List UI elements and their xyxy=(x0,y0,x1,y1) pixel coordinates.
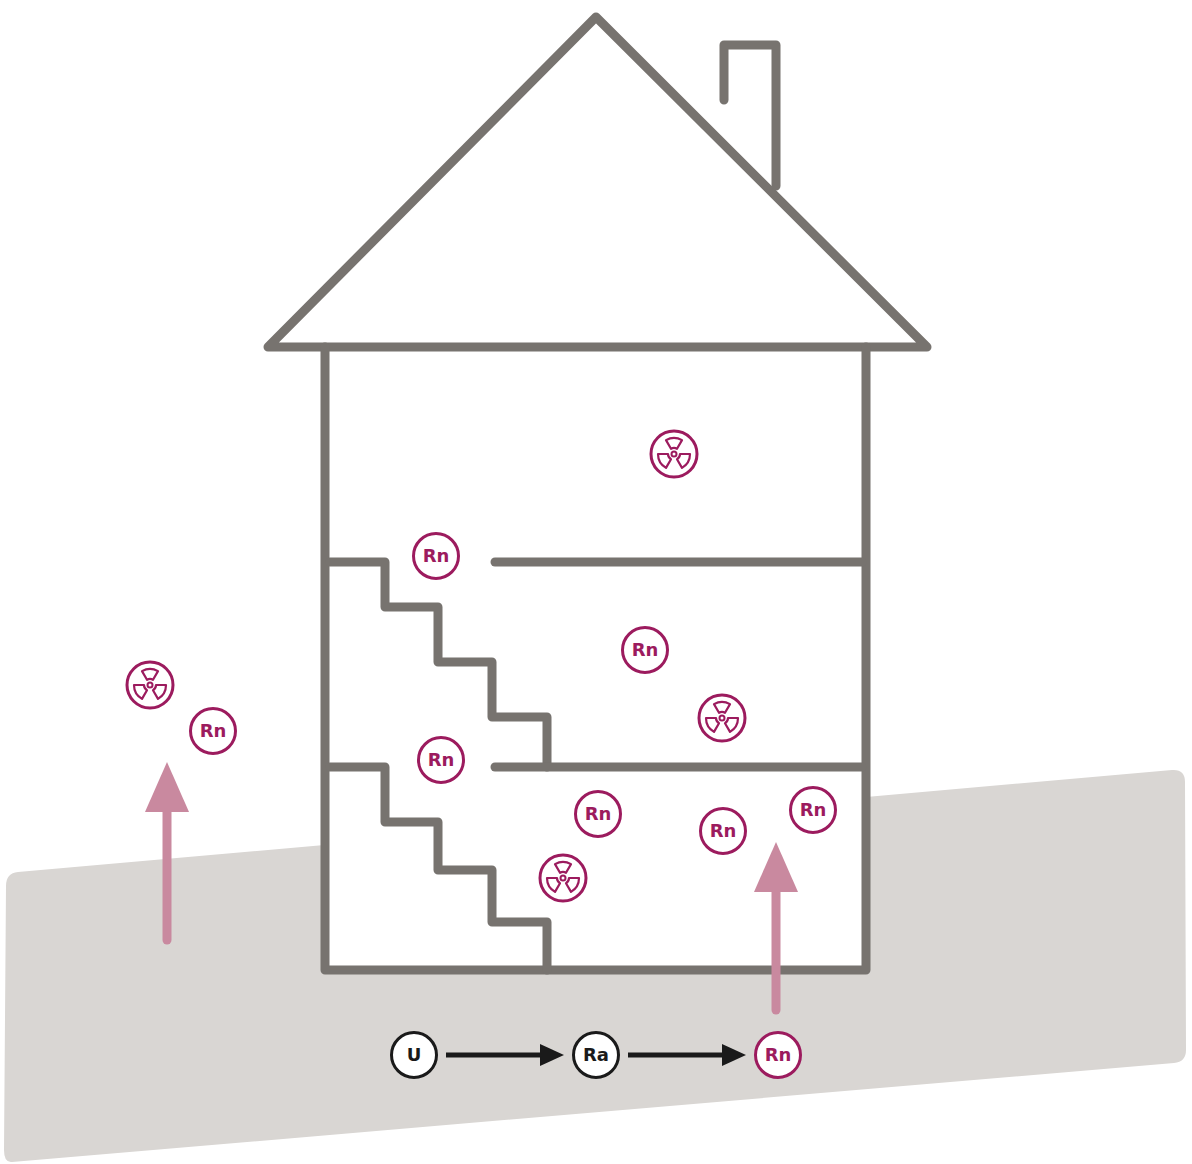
element-symbol: Rn xyxy=(585,805,612,823)
radon-circle: Rn xyxy=(621,626,669,674)
element-symbol: Rn xyxy=(710,822,737,840)
symbol-blade xyxy=(153,685,166,699)
element-symbol: Rn xyxy=(800,801,827,819)
symbol-blade xyxy=(677,454,690,468)
symbol-center xyxy=(720,716,725,721)
decay-arrow xyxy=(628,1044,746,1066)
house-interior xyxy=(325,347,866,970)
symbol-blade xyxy=(134,685,147,699)
element-circle: Ra xyxy=(572,1031,620,1079)
radon-circle: Rn xyxy=(189,707,237,755)
symbol-blade xyxy=(706,718,719,732)
symbol-ring xyxy=(540,855,586,901)
arrow-head xyxy=(540,1044,564,1066)
symbol-blade xyxy=(725,718,738,732)
radon-circle: Rn xyxy=(789,786,837,834)
arrow-shaft xyxy=(446,1053,542,1058)
radiation-symbol xyxy=(540,855,586,901)
house-outline xyxy=(268,17,927,970)
symbol-center xyxy=(672,452,677,457)
symbol-center xyxy=(561,876,566,881)
radiation-symbol xyxy=(127,662,173,708)
element-circle: U xyxy=(390,1031,438,1079)
rising-arrows xyxy=(145,762,798,1010)
element-symbol: Rn xyxy=(765,1046,792,1064)
symbol-blade xyxy=(666,438,682,449)
symbol-blade xyxy=(714,702,730,713)
arrow-head xyxy=(722,1044,746,1066)
element-symbol: Rn xyxy=(428,751,455,769)
symbol-blade xyxy=(566,878,579,892)
decay-arrow xyxy=(446,1044,564,1066)
element-symbol: Rn xyxy=(423,547,450,565)
symbol-center xyxy=(148,683,153,688)
element-symbol: Rn xyxy=(632,641,659,659)
radon-circle: Rn xyxy=(574,790,622,838)
symbol-blade xyxy=(547,878,560,892)
radon-circle: Rn xyxy=(754,1031,802,1079)
symbol-blade xyxy=(142,669,158,680)
element-symbol: Rn xyxy=(200,722,227,740)
radon-circle: Rn xyxy=(417,736,465,784)
radiation-symbol xyxy=(699,695,745,741)
element-symbol: Ra xyxy=(583,1046,609,1064)
element-symbol: U xyxy=(407,1046,422,1064)
symbol-ring xyxy=(127,662,173,708)
symbol-blade xyxy=(555,862,571,873)
radiation-symbol xyxy=(651,431,697,477)
symbol-ring xyxy=(651,431,697,477)
radiation-symbols xyxy=(127,431,745,901)
radon-circle: Rn xyxy=(699,807,747,855)
radon-circle: Rn xyxy=(412,532,460,580)
symbol-blade xyxy=(658,454,671,468)
arrow-shaft xyxy=(628,1053,724,1058)
symbol-ring xyxy=(699,695,745,741)
